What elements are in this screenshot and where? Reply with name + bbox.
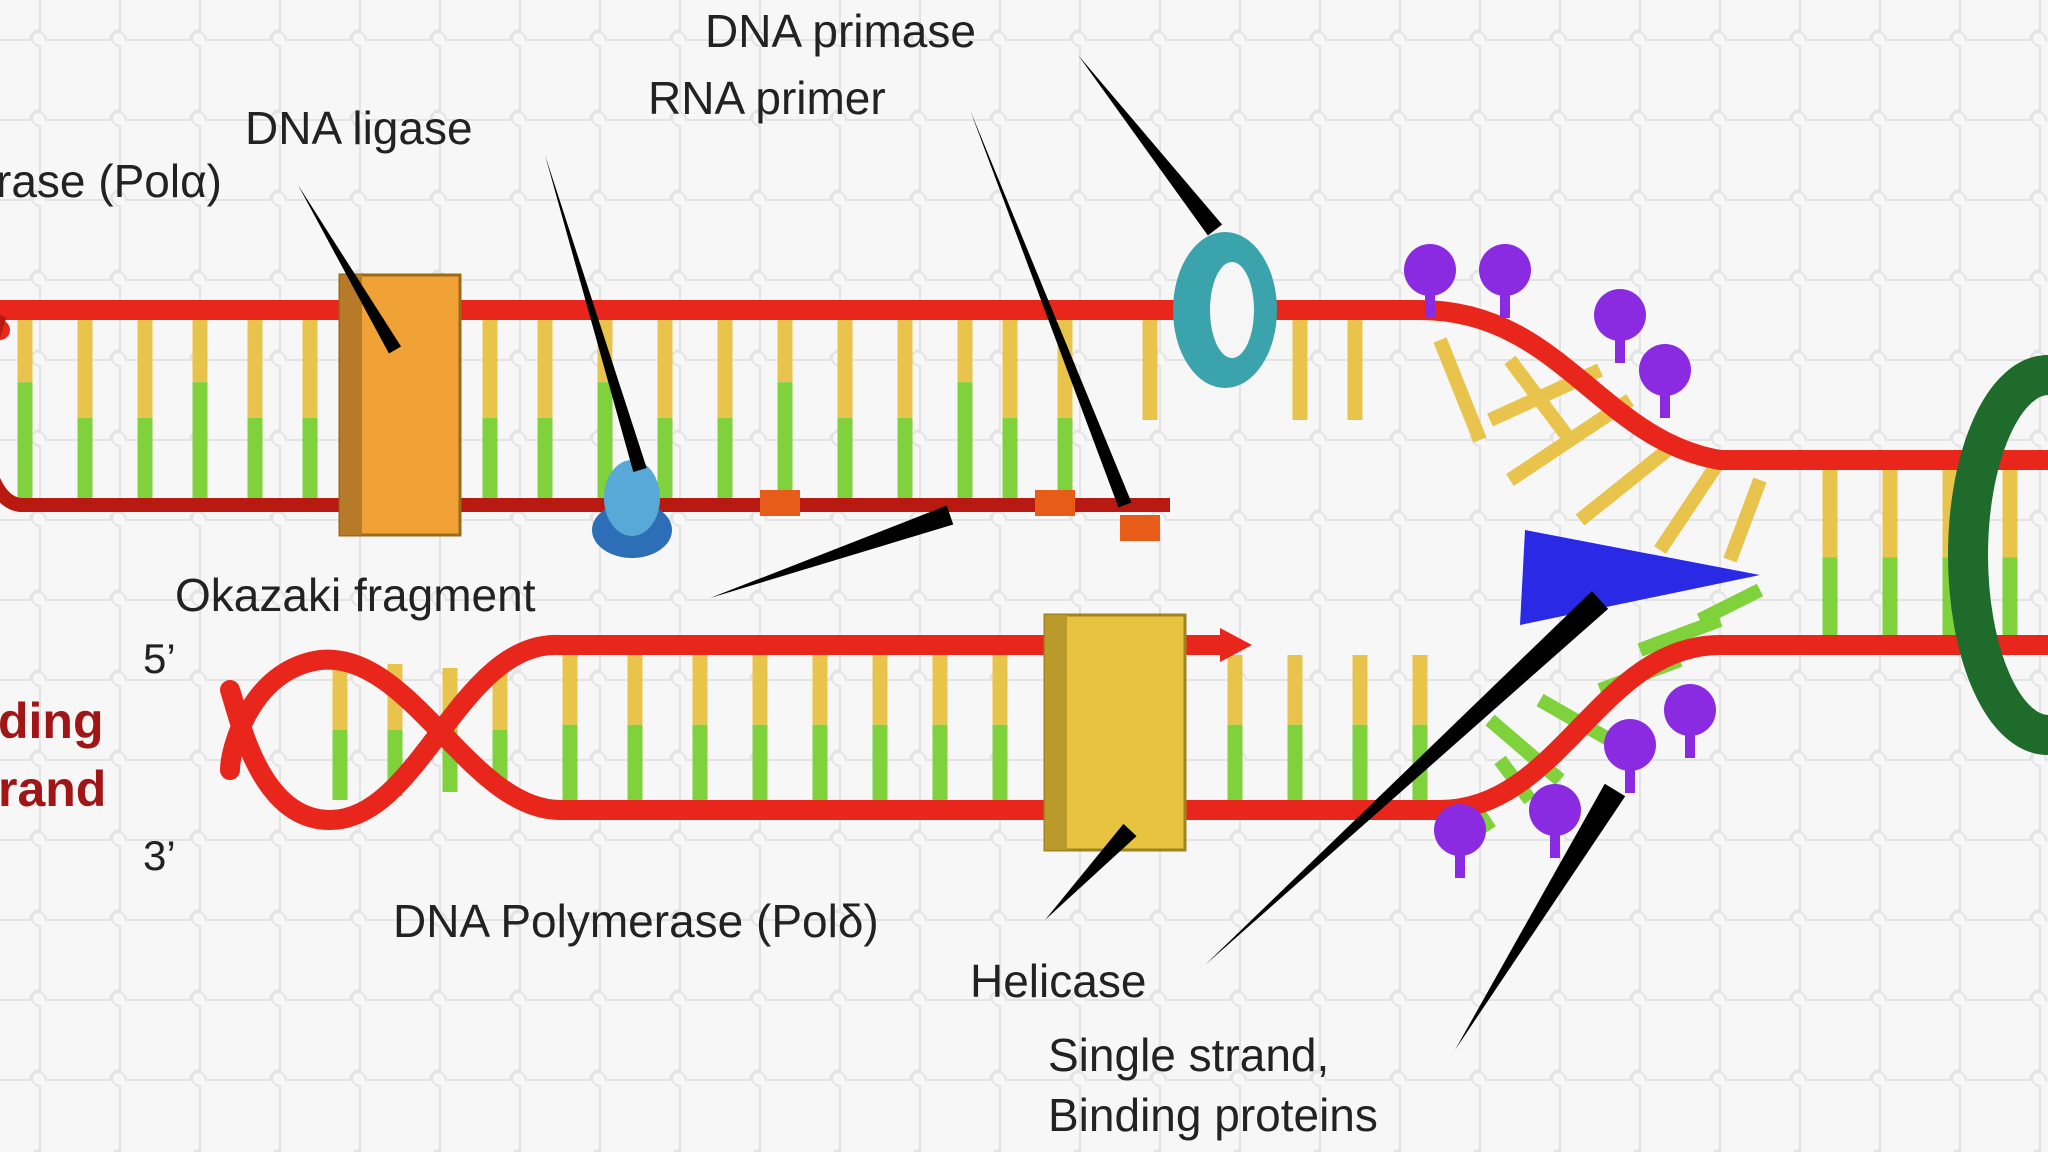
top-parental-strand [0, 300, 2048, 470]
base-green [1696, 583, 1764, 627]
dna-polymerase-delta [1043, 613, 1187, 852]
label-helicase: Helicase [970, 955, 1147, 1007]
label-leading-strand-line2: rand [0, 761, 107, 817]
pointer-lines [298, 55, 1626, 1050]
label-rna-primer: RNA primer [648, 72, 886, 124]
dna-ligase [604, 460, 660, 536]
base-yellow [1433, 337, 1487, 443]
ssb-protein [1404, 244, 1456, 296]
dna-polymerase-alpha-side [340, 275, 362, 535]
bottom-parental-strand [550, 635, 2048, 820]
label-dna-primase: DNA primase [705, 5, 976, 57]
pointer-helicase [1205, 591, 1609, 965]
pointer-primase [1078, 55, 1223, 236]
okazaki-lower-strand [0, 315, 1170, 512]
rna-primer-block [1120, 515, 1160, 541]
base-green [1637, 613, 1723, 657]
pointer-pol-alpha [298, 185, 402, 354]
leading-strand-arrow [1220, 628, 1252, 662]
ssb-protein [1529, 784, 1581, 836]
label-ssb-line2: Binding proteins [1048, 1089, 1378, 1141]
label-polymerase-delta: DNA Polymerase (Polδ) [393, 895, 879, 947]
base-yellow [1723, 477, 1767, 563]
helicase [1520, 530, 1760, 625]
rna-primer-block [760, 490, 800, 516]
ssb-protein [1639, 344, 1691, 396]
pointer-ligase [545, 155, 647, 473]
label-dna-ligase: DNA ligase [245, 102, 473, 154]
rna-primer-block [1035, 490, 1075, 516]
ssb-protein [1434, 804, 1486, 856]
label-ssb-line1: Single strand, [1048, 1029, 1330, 1081]
dna-polymerase-delta-side [1045, 615, 1067, 850]
helix-strand-a [220, 634, 570, 831]
proteins [338, 232, 2048, 878]
pointer-ssb [1455, 783, 1626, 1050]
sliding-clamp [1948, 355, 2048, 755]
ssb-protein [1604, 719, 1656, 771]
ssb-protein [1664, 684, 1716, 736]
base-yellow [1575, 434, 1685, 526]
label-okazaki-fragment: Okazaki fragment [175, 569, 536, 621]
label-three-prime: 3’ [143, 832, 176, 879]
label-five-prime: 5’ [143, 635, 176, 682]
dna-primase-hole [1210, 262, 1254, 358]
helix-strand-b [220, 649, 570, 820]
pointer-pol-delta [1045, 823, 1137, 920]
label-polymerase-alpha: rase (Polα) [0, 155, 222, 207]
pointer-rna-primer [970, 110, 1132, 508]
ssb-protein [1479, 244, 1531, 296]
base-yellow [1654, 456, 1726, 554]
label-leading-strand-line1: ding [0, 693, 104, 749]
pointer-okazaki [710, 505, 954, 598]
ssb-protein [1594, 289, 1646, 341]
